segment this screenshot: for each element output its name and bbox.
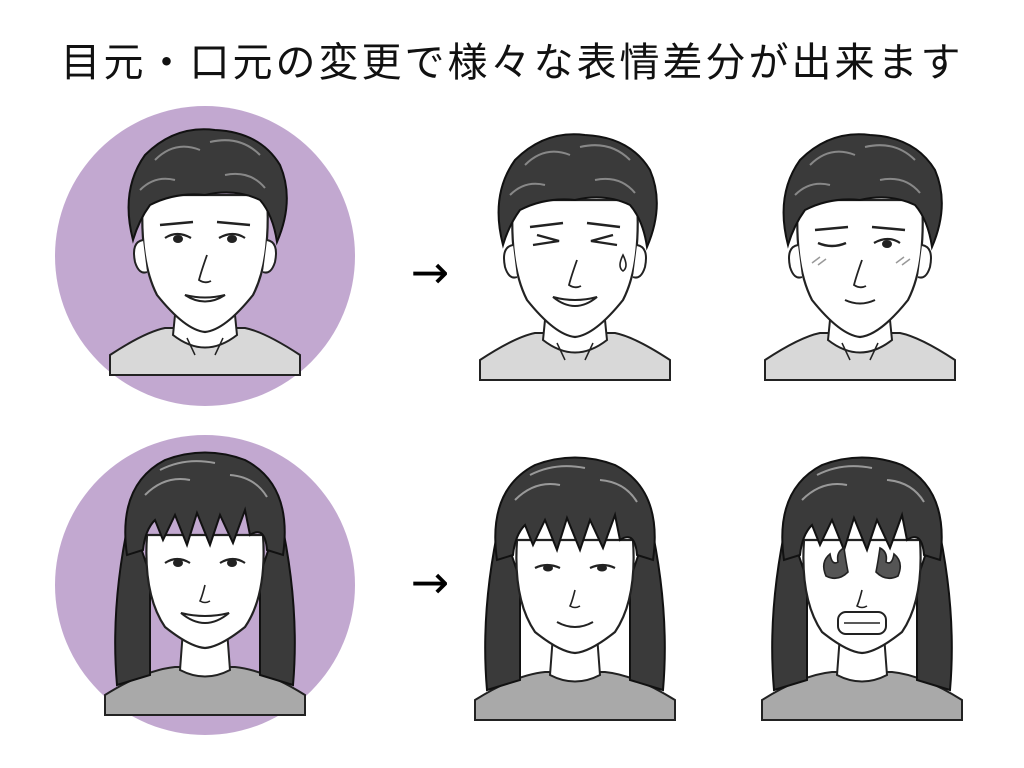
blush-icon <box>811 256 911 266</box>
fire-icon <box>822 546 849 580</box>
female-variant-angry <box>760 456 964 722</box>
arrow-icon: → <box>411 555 450 609</box>
fire-icon <box>875 546 902 580</box>
female-base-face <box>103 451 307 717</box>
male-variant-wink <box>763 133 957 382</box>
male-variant-squint <box>478 133 672 382</box>
arrow-icon: → <box>411 245 450 299</box>
sweat-drop-icon <box>619 253 627 272</box>
male-base-face <box>108 128 302 377</box>
page-title: 目元・口元の変更で様々な表情差分が出来ます <box>60 40 964 86</box>
female-variant-gentle <box>473 456 677 722</box>
